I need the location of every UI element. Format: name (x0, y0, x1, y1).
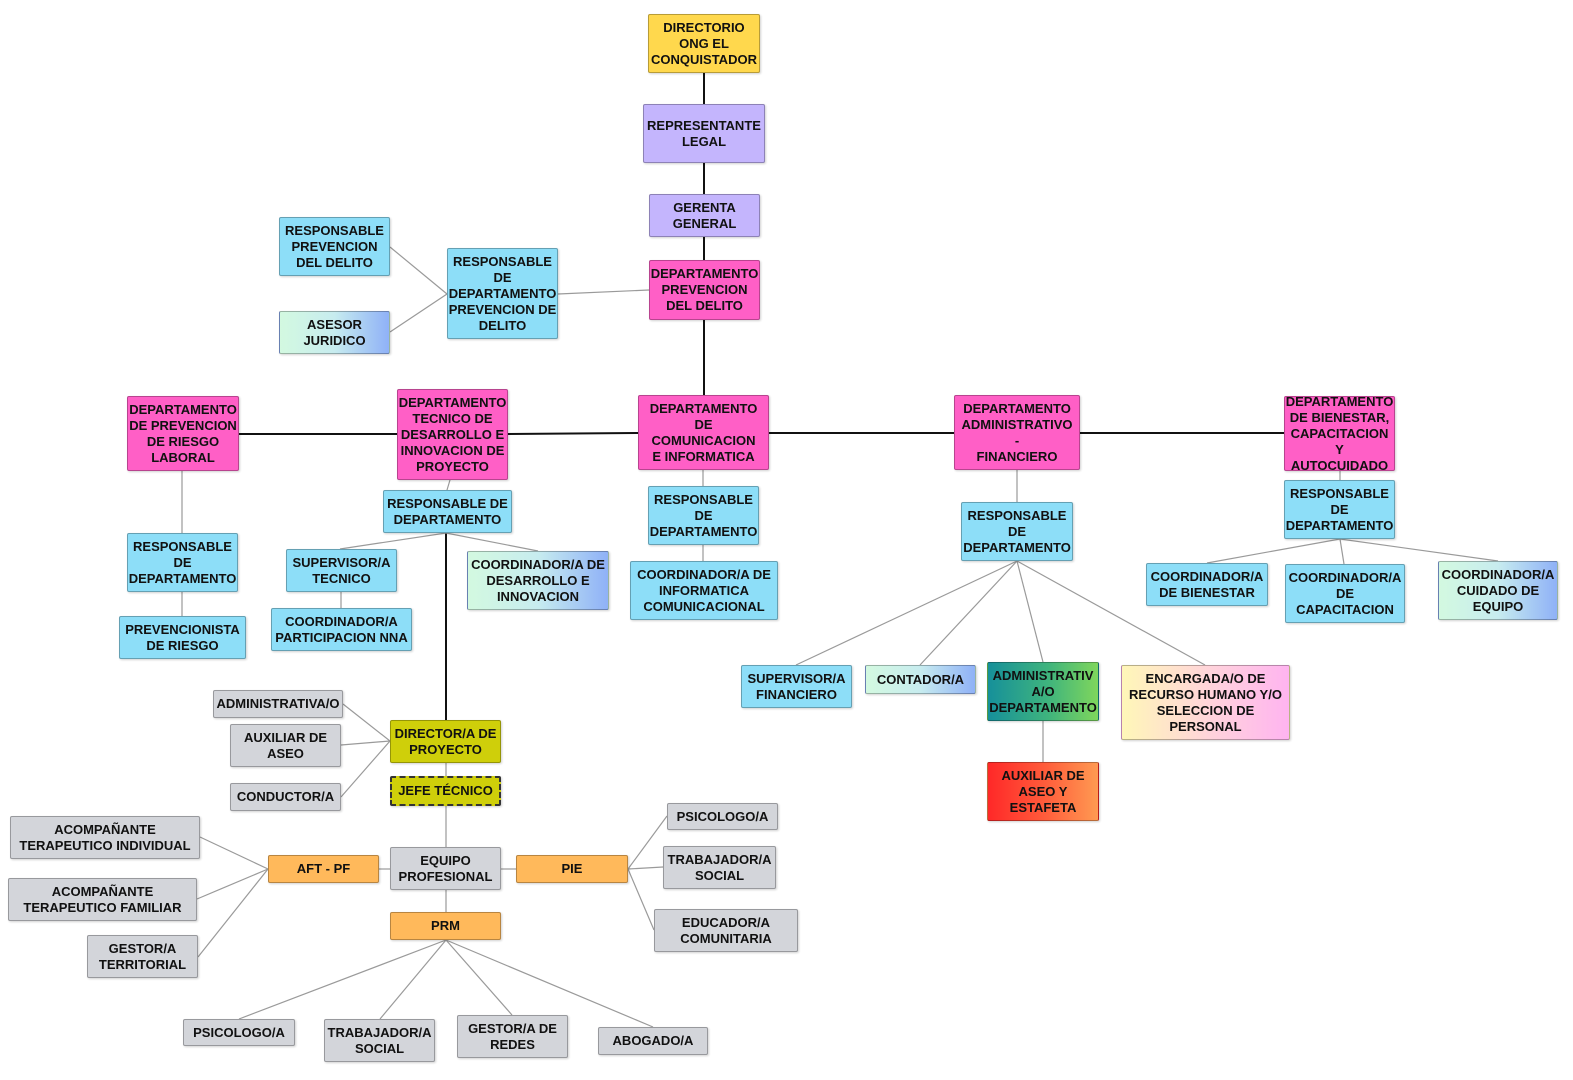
node-responsable-departamento-prevencion-delito: RESPONSABLE DE DEPARTAMENTO PREVENCION D… (447, 248, 558, 339)
node-responsable-prevencion-delito: RESPONSABLE PREVENCION DEL DELITO (279, 217, 390, 276)
node-responsable-riesgo: RESPONSABLE DE DEPARTAMENTO (127, 533, 238, 592)
branch-connector (196, 868, 269, 900)
branch-connector (1206, 538, 1341, 564)
node-responsable-bienestar: RESPONSABLE DE DEPARTAMENTO (1284, 480, 1395, 539)
node-gerenta-general: GERENTA GENERAL (649, 194, 760, 237)
node-psicologo-prm: PSICOLOGO/A (183, 1019, 295, 1046)
branch-connector (445, 939, 654, 1028)
branch-connector (238, 939, 447, 1020)
node-acompanante-familiar: ACOMPAÑANTE TERAPEUTICO FAMILIAR (8, 878, 197, 921)
node-trabajador-social-pie: TRABAJADOR/A SOCIAL (663, 846, 776, 889)
branch-connector (1016, 560, 1206, 666)
node-directorio: DIRECTORIO ONG EL CONQUISTADOR (648, 14, 760, 73)
node-gestor-territorial: GESTOR/A TERRITORIAL (87, 935, 198, 978)
node-psicologo-pie: PSICOLOGO/A (667, 803, 778, 830)
node-coordinador-participacion-nna: COORDINADOR/A PARTICIPACION NNA (271, 608, 412, 651)
node-prm: PRM (390, 912, 501, 940)
node-director-proyecto: DIRECTOR/A DE PROYECTO (390, 720, 501, 763)
branch-connector (627, 868, 655, 931)
node-coordinador-bienestar: COORDINADOR/A DE BIENESTAR (1146, 563, 1268, 606)
branch-connector (379, 939, 447, 1020)
main-connector (507, 432, 639, 435)
node-departamento-riesgo-laboral: DEPARTAMENTO DE PREVENCION DE RIESGO LAB… (127, 396, 239, 471)
branch-connector (557, 289, 650, 295)
branch-connector (197, 868, 269, 958)
node-departamento-bienestar: DEPARTAMENTO DE BIENESTAR, CAPACITACION … (1284, 393, 1395, 473)
node-prevencionista-riesgo: PREVENCIONISTA DE RIESGO (119, 616, 246, 659)
node-conductor: CONDUCTOR/A (230, 783, 341, 811)
node-jefe-tecnico: JEFE TÉCNICO (390, 776, 501, 806)
node-asesor-juridico: ASESOR JURIDICO (279, 311, 390, 354)
node-trabajador-social-prm: TRABAJADOR/A SOCIAL (324, 1019, 435, 1062)
branch-connector (919, 560, 1018, 666)
node-coordinador-informatica: COORDINADOR/A DE INFORMATICA COMUNICACIO… (630, 561, 778, 620)
branch-connector (627, 815, 668, 870)
node-encargado-recurso-humano: ENCARGADA/O DE RECURSO HUMANO Y/O SELECC… (1121, 665, 1290, 740)
branch-connector (446, 479, 451, 491)
node-departamento-prevencion-delito: DEPARTAMENTO PREVENCION DEL DELITO (649, 260, 760, 320)
node-acompanante-individual: ACOMPAÑANTE TERAPEUTICO INDIVIDUAL (10, 816, 200, 859)
node-abogado: ABOGADO/A (598, 1027, 708, 1055)
node-contador: CONTADOR/A (865, 665, 976, 694)
branch-connector (795, 560, 1018, 666)
node-responsable-tecnico: RESPONSABLE DE DEPARTAMENTO (383, 490, 512, 533)
node-supervisor-financiero: SUPERVISOR/A FINANCIERO (741, 665, 852, 708)
node-departamento-administrativo-financiero: DEPARTAMENTO ADMINISTRATIVO - FINANCIERO (954, 395, 1080, 470)
node-departamento-tecnico: DEPARTAMENTO TECNICO DE DESARROLLO E INN… (397, 389, 508, 480)
node-representante-legal: REPRESENTANTE LEGAL (643, 104, 765, 163)
node-coordinador-capacitacion: COORDINADOR/A DE CAPACITACION (1285, 564, 1405, 623)
node-coordinador-cuidado-equipo: COORDINADOR/A CUIDADO DE EQUIPO (1438, 561, 1558, 620)
branch-connector (1339, 538, 1345, 565)
node-gestor-redes: GESTOR/A DE REDES (457, 1015, 568, 1058)
node-supervisor-tecnico: SUPERVISOR/A TECNICO (286, 549, 397, 592)
node-responsable-comunicacion: RESPONSABLE DE DEPARTAMENTO (648, 486, 759, 545)
node-departamento-comunicacion: DEPARTAMENTO DE COMUNICACION E INFORMATI… (638, 395, 769, 470)
node-responsable-administrativo: RESPONSABLE DE DEPARTAMENTO (961, 502, 1073, 561)
branch-connector (340, 740, 391, 746)
branch-connector (389, 293, 448, 333)
branch-connector (342, 703, 391, 742)
node-pie: PIE (516, 855, 628, 883)
branch-connector (445, 939, 513, 1016)
node-aft-pf: AFT - PF (268, 855, 379, 883)
node-educador-comunitaria: EDUCADOR/A COMUNITARIA (654, 909, 798, 952)
node-auxiliar-aseo: AUXILIAR DE ASEO (230, 724, 341, 767)
node-coordinador-desarrollo-innovacion: COORDINADOR/A DE DESARROLLO E INNOVACION (467, 551, 609, 610)
branch-connector (445, 532, 539, 552)
branch-connector (627, 866, 664, 870)
branch-connector (340, 740, 391, 798)
branch-connector (1339, 538, 1499, 562)
branch-connector (199, 836, 269, 870)
node-auxiliar-aseo-estafeta: AUXILIAR DE ASEO Y ESTAFETA (987, 762, 1099, 821)
branch-connector (1016, 560, 1044, 663)
node-administrativa: ADMINISTRATIVA/O (213, 690, 343, 718)
branch-connector (339, 532, 447, 550)
branch-connector (389, 246, 448, 295)
node-equipo-profesional: EQUIPO PROFESIONAL (390, 847, 501, 890)
node-administrativo-departamento: ADMINISTRATIV A/O DEPARTAMENTO (987, 662, 1099, 721)
